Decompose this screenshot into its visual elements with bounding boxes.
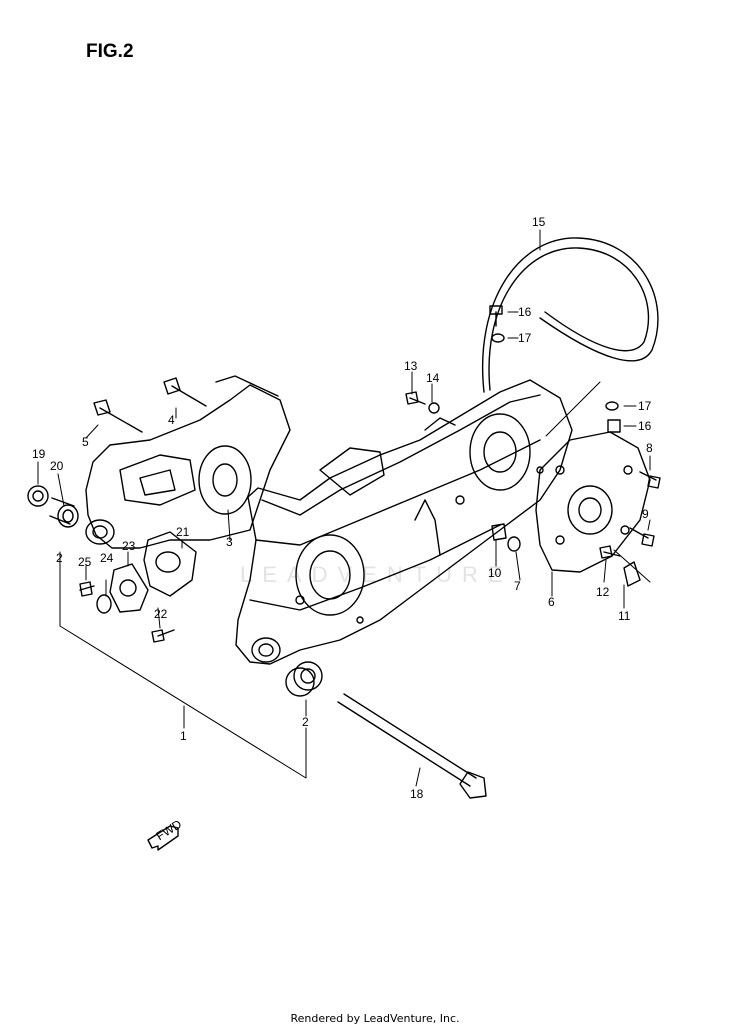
callout-24: 24 — [100, 551, 114, 565]
callout-25: 25 — [78, 555, 92, 569]
callout-21: 21 — [176, 525, 190, 539]
callout-2: 2 — [302, 715, 309, 729]
callout-14: 14 — [426, 371, 440, 385]
clutch-cover-plate — [535, 431, 651, 573]
callout-8: 8 — [646, 441, 653, 455]
callout-17: 17 — [518, 331, 532, 345]
callout-4: 4 — [168, 413, 175, 427]
callout-2: 2 — [56, 551, 63, 565]
callout-17: 17 — [638, 399, 652, 413]
callout-16: 16 — [518, 305, 532, 319]
long-bolt — [337, 693, 487, 799]
intake-pipe — [96, 531, 197, 614]
callout-7: 7 — [514, 579, 521, 593]
callout-13: 13 — [404, 359, 418, 373]
callout-numbers: 1 2 2 3 4 5 6 7 8 9 10 11 12 13 14 15 16… — [32, 215, 653, 801]
bearing-lower — [285, 661, 323, 697]
crankcase-main — [235, 379, 573, 665]
callout-16: 16 — [638, 419, 652, 433]
callout-19: 19 — [32, 447, 46, 461]
callout-12: 12 — [596, 585, 610, 599]
callout-23: 23 — [122, 539, 136, 553]
callout-11: 11 — [618, 609, 631, 623]
callout-6: 6 — [548, 595, 555, 609]
callout-5: 5 — [82, 435, 89, 449]
figure-title: FIG.2 — [86, 41, 134, 62]
fasteners — [79, 305, 661, 643]
bearing-seal — [27, 485, 79, 528]
forward-arrow-icon: FWD — [147, 817, 184, 851]
callout-15: 15 — [532, 215, 546, 229]
callout-18: 18 — [410, 787, 424, 801]
callout-10: 10 — [488, 566, 502, 580]
callout-22: 22 — [154, 607, 168, 621]
callout-20: 20 — [50, 459, 64, 473]
callout-9: 9 — [642, 507, 649, 521]
crankcase-left-half — [85, 375, 291, 549]
drive-belt — [482, 237, 659, 393]
callout-3: 3 — [226, 535, 233, 549]
leader-lines — [37, 229, 651, 787]
footer-credit: Rendered by LeadVenture, Inc. — [290, 1012, 460, 1025]
callout-1: 1 — [180, 729, 187, 743]
